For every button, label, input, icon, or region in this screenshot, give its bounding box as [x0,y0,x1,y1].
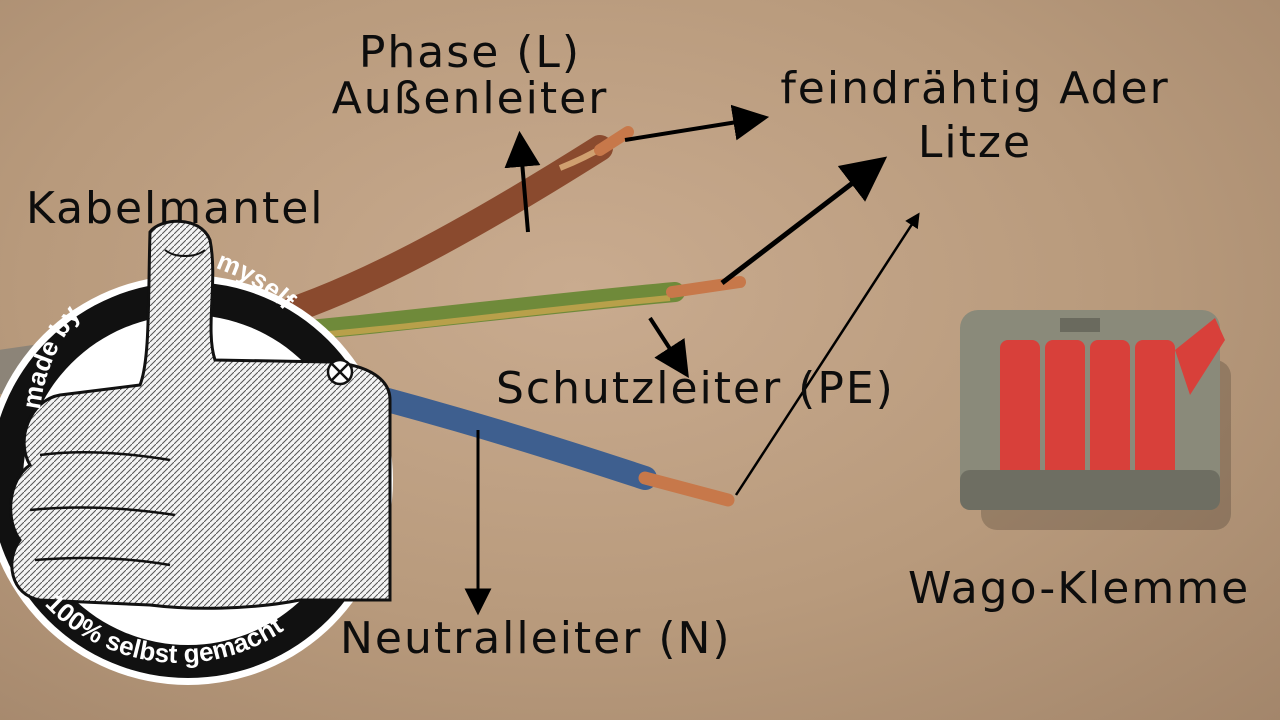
arrow-litze-blue [734,212,920,496]
label-schutzleiter: Schutzleiter (PE) [496,363,895,414]
arrow-litze-brown [624,104,770,142]
label-litze-line1: feindrähtig Ader [780,63,1170,114]
green-yellow-wire-copper [666,276,746,298]
thumbs-up-icon [9,219,392,610]
arrow-schutzleiter [648,316,689,379]
label-wago: Wago-Klemme [908,563,1251,614]
label-neutralleiter: Neutralleiter (N) [340,613,732,664]
label-phase-line1: Phase (L) [358,27,582,78]
arrow-litze-green [720,156,888,285]
label-litze: feindrähtig Ader Litze [760,66,1190,166]
label-phase-line2: Außenleiter [331,73,609,124]
label-phase: Phase (L) Außenleiter [320,30,620,122]
arrow-phase [504,130,541,233]
label-litze-line2: Litze [917,117,1033,168]
wago-clamp [960,310,1231,530]
circled-x-icon [326,358,354,386]
blue-wire-copper [638,471,735,507]
brown-wire-copper [594,126,634,156]
